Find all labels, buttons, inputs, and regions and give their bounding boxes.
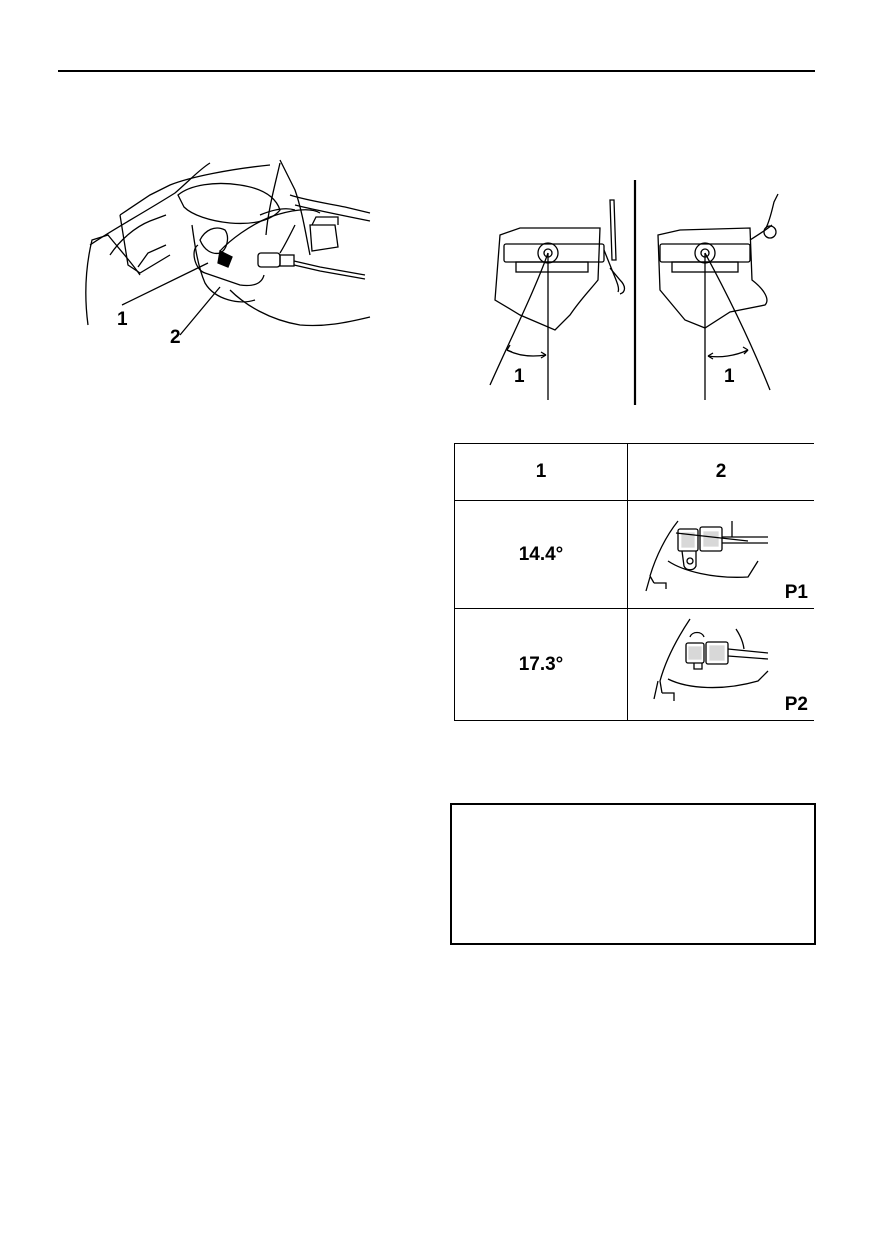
- table-row: 14.4° P1: [454, 500, 814, 609]
- note-box: [450, 803, 816, 945]
- spec-table: 1 2 14.4° P1 17.3°: [454, 443, 814, 721]
- angle-callout-right: 1: [724, 366, 735, 387]
- header-col-2: 2: [627, 443, 814, 501]
- angle-value: 14.4°: [454, 500, 628, 609]
- brake-hose-figure: 1 2: [80, 155, 380, 355]
- fitting-p2-illustration: [653, 618, 769, 701]
- header-rule: [58, 70, 815, 72]
- brake-hose-illustration: [85, 159, 371, 336]
- caliper-angle-illustration: [489, 180, 779, 405]
- header-col-1: 1: [454, 443, 628, 501]
- fitting-p1-illustration: [645, 520, 768, 592]
- angle-callout-left: 1: [514, 366, 525, 387]
- callout-1: 1: [117, 309, 128, 330]
- image-label: P1: [784, 582, 808, 603]
- angle-value: 17.3°: [454, 608, 628, 721]
- table-row: 17.3° P2: [454, 608, 814, 721]
- table-header-row: 1 2: [454, 443, 814, 501]
- fitting-image-cell: P1: [627, 500, 814, 609]
- image-label: P2: [784, 694, 808, 715]
- fitting-image-cell: P2: [627, 608, 814, 721]
- callout-2: 2: [170, 327, 181, 348]
- caliper-angle-figure: 1 1: [480, 180, 790, 405]
